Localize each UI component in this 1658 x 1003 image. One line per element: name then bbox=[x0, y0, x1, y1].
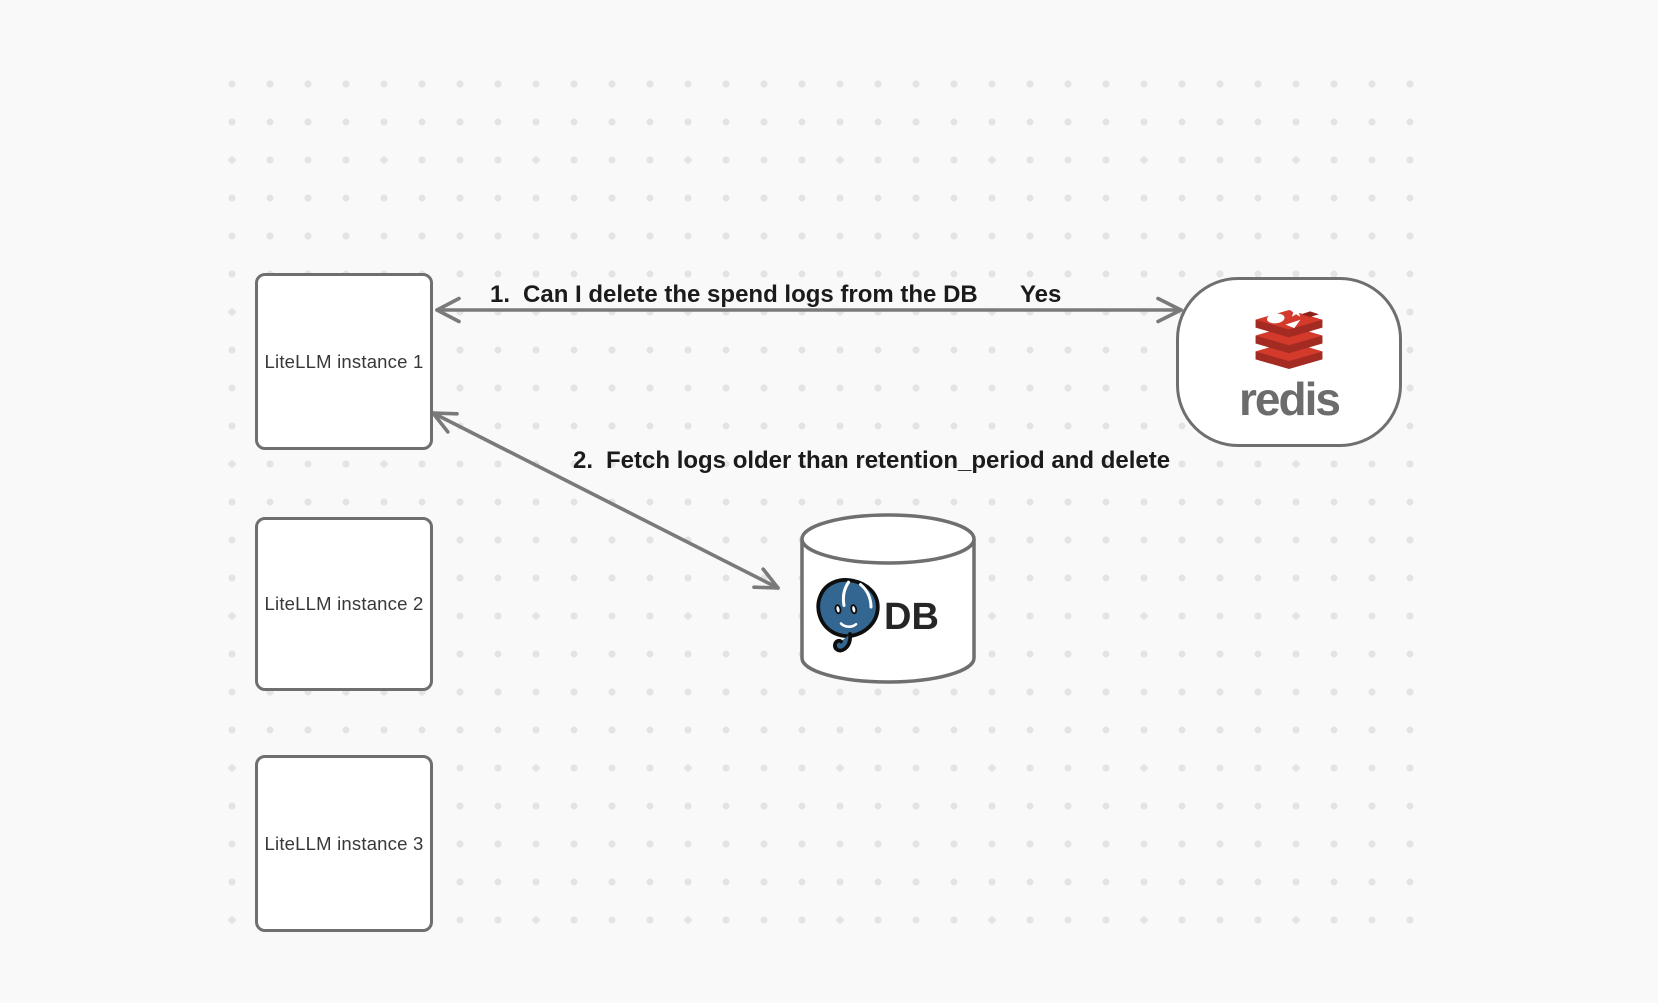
arrow1-label[interactable]: 1. Can I delete the spend logs from the D… bbox=[490, 281, 978, 308]
arrow1-number: 1. bbox=[490, 281, 511, 308]
arrow-fetch-delete-logs[interactable] bbox=[431, 411, 780, 590]
node-litellm-instance-2[interactable]: LiteLLM instance 2 bbox=[255, 517, 433, 691]
postgresql-elephant-icon bbox=[816, 578, 880, 653]
redis-wordmark: redis bbox=[1239, 373, 1341, 425]
node-redis[interactable]: redis bbox=[1176, 277, 1402, 447]
arrow2-number: 2. bbox=[573, 447, 594, 474]
redis-stack-icon bbox=[1255, 305, 1323, 370]
arrow1-response-text: Yes bbox=[1020, 281, 1062, 308]
node-litellm-instance-1[interactable]: LiteLLM instance 1 bbox=[255, 273, 433, 450]
node-litellm-instance-2-label: LiteLLM instance 2 bbox=[264, 593, 424, 614]
node-database[interactable]: DB bbox=[799, 511, 977, 687]
node-litellm-instance-1-label: LiteLLM instance 1 bbox=[264, 350, 424, 372]
arrow1-response[interactable]: Yes bbox=[1020, 281, 1062, 308]
arrow2-text: Fetch logs older than retention_period a… bbox=[606, 447, 1171, 474]
arrow2-label[interactable]: 2. Fetch logs older than retention_period… bbox=[573, 447, 1171, 474]
db-label: DB bbox=[884, 596, 939, 638]
node-litellm-instance-3-label: LiteLLM instance 3 bbox=[264, 832, 424, 854]
arrow1-text: Can I delete the spend logs from the DB bbox=[523, 281, 978, 308]
arrow-spend-log-question[interactable] bbox=[435, 296, 1183, 324]
node-litellm-instance-3[interactable]: LiteLLM instance 3 bbox=[255, 755, 433, 932]
